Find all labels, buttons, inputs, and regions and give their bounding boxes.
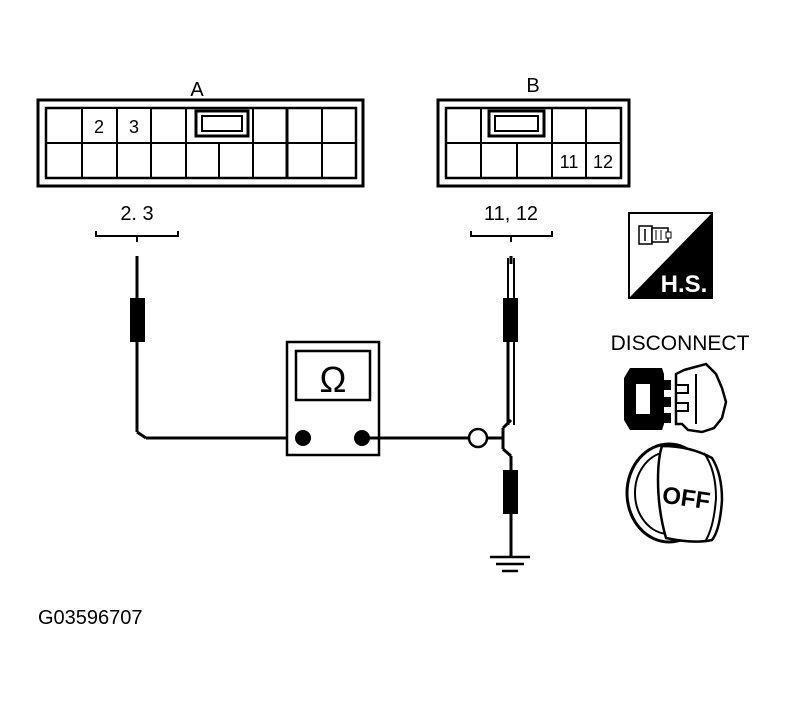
harness-side-text: H.S. — [661, 271, 708, 298]
ground-symbol — [490, 555, 530, 573]
probe-b-lead — [467, 256, 518, 556]
ohmmeter: Ω — [285, 340, 381, 457]
connector-mini-icon — [638, 225, 672, 245]
ignition-off-text: OFF — [661, 482, 712, 515]
figure-code: G03596707 — [38, 607, 143, 629]
ohmmeter-display — [294, 349, 372, 402]
ohmmeter-terminal-left — [295, 430, 311, 446]
connector-a-latch — [194, 109, 250, 138]
connector-a-label: A — [190, 79, 204, 101]
connector-b-test-pins: 11, 12 — [484, 203, 538, 225]
connector-b-pin-11: 11 — [560, 152, 579, 172]
disconnect-label: DISCONNECT — [611, 332, 750, 355]
connector-b: B 11 12 — [436, 75, 631, 188]
connector-a-probe-label: 2. 3 — [95, 203, 179, 242]
connector-b-outline — [436, 98, 631, 188]
connector-a-test-pins: 2. 3 — [120, 203, 153, 225]
connector-b-probe-label: 11, 12 — [470, 203, 553, 242]
ignition-off-icon: OFF — [625, 442, 724, 544]
connector-b-label: B — [526, 75, 539, 97]
connector-a-pin-3: 3 — [129, 117, 139, 137]
connector-a: A 2 3 — [36, 79, 365, 188]
connector-b-pin-12: 12 — [593, 152, 613, 172]
probe-a-lead — [130, 256, 303, 440]
disconnect-connector-icon — [624, 362, 728, 434]
ohm-symbol: Ω — [320, 359, 347, 400]
connector-a-pin-2: 2 — [94, 117, 104, 137]
connector-b-latch — [487, 109, 546, 138]
harness-side-icon: H.S. — [628, 212, 713, 299]
connector-a-outline — [36, 98, 365, 188]
clip-junction — [467, 427, 489, 449]
